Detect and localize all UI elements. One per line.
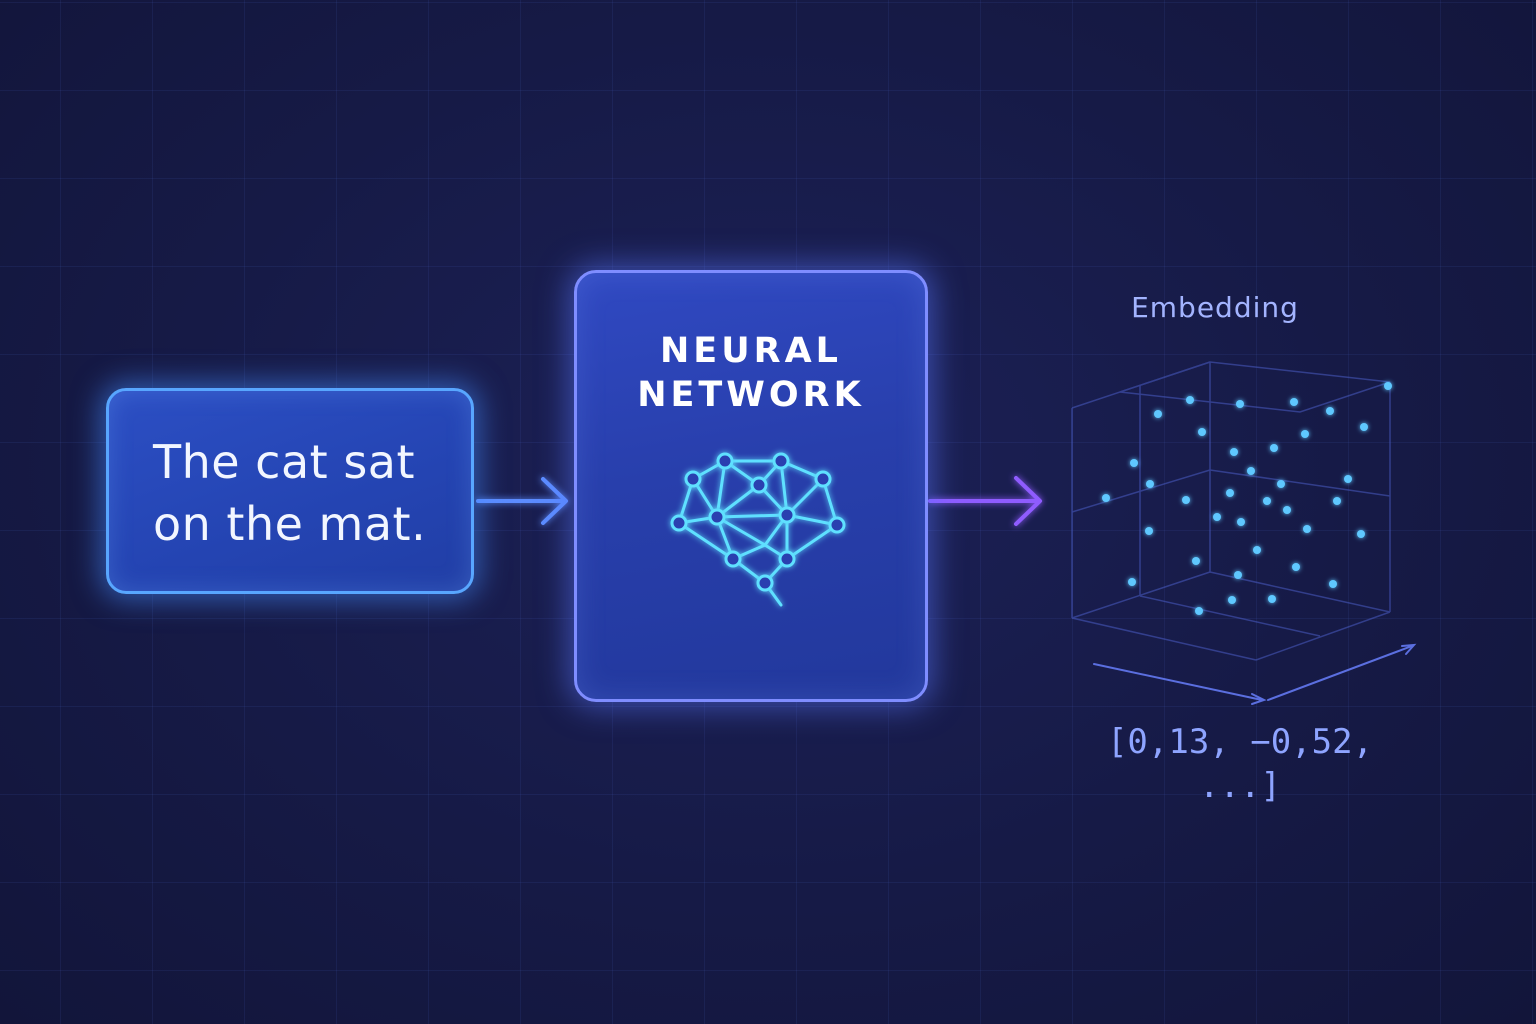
embedding-point: [1230, 448, 1238, 456]
embedding-point: [1228, 596, 1236, 604]
embedding-point: [1303, 525, 1311, 533]
embedding-point: [1283, 506, 1291, 514]
network-title-line: NETWORK: [637, 375, 865, 415]
embedding-point: [1130, 459, 1138, 467]
input-text-box: The cat sat on the mat.: [106, 388, 474, 594]
embedding-point: [1154, 410, 1162, 418]
embedding-point: [1192, 557, 1200, 565]
embedding-point: [1344, 475, 1352, 483]
embedding-point: [1270, 444, 1278, 452]
brain-network-icon: [670, 452, 846, 607]
embedding-point: [1333, 497, 1341, 505]
embedding-point: [1102, 494, 1110, 502]
embedding-point: [1226, 489, 1234, 497]
embedding-point: [1268, 595, 1276, 603]
embedding-vector: [0,13, −0,52, ...]: [1106, 722, 1374, 806]
embedding-point: [1145, 527, 1153, 535]
embedding-point: [1384, 382, 1392, 390]
network-to-embedding-arrow: [928, 476, 1042, 526]
embedding-label: Embedding: [1131, 291, 1299, 324]
embedding-point: [1237, 518, 1245, 526]
embedding-point: [1360, 423, 1368, 431]
embedding-point: [1292, 563, 1300, 571]
embedding-point: [1236, 400, 1244, 408]
embedding-point: [1247, 467, 1255, 475]
embedding-point: [1198, 428, 1206, 436]
embedding-point: [1277, 480, 1285, 488]
input-to-network-arrow: [476, 477, 568, 525]
embedding-axes: [1093, 643, 1417, 705]
embedding-point: [1253, 546, 1261, 554]
embedding-point: [1128, 578, 1136, 586]
embedding-point: [1182, 496, 1190, 504]
embedding-cube: [1071, 361, 1391, 661]
network-title: NEURAL NETWORK: [577, 329, 925, 417]
embedding-point: [1301, 430, 1309, 438]
embedding-point: [1146, 480, 1154, 488]
input-line: The cat sat: [153, 435, 416, 489]
input-sentence: The cat sat on the mat.: [153, 431, 453, 555]
embedding-point: [1329, 580, 1337, 588]
network-title-line: NEURAL: [660, 331, 842, 371]
neural-network-box: NEURAL NETWORK: [574, 270, 928, 702]
embedding-point: [1357, 530, 1365, 538]
embedding-point: [1326, 407, 1334, 415]
embedding-points: [1102, 382, 1392, 615]
embedding-point: [1290, 398, 1298, 406]
embedding-point: [1263, 497, 1271, 505]
input-line: on the mat.: [153, 497, 427, 551]
embedding-point: [1213, 513, 1221, 521]
embedding-point: [1186, 396, 1194, 404]
embedding-point: [1234, 571, 1242, 579]
embedding-point: [1195, 607, 1203, 615]
